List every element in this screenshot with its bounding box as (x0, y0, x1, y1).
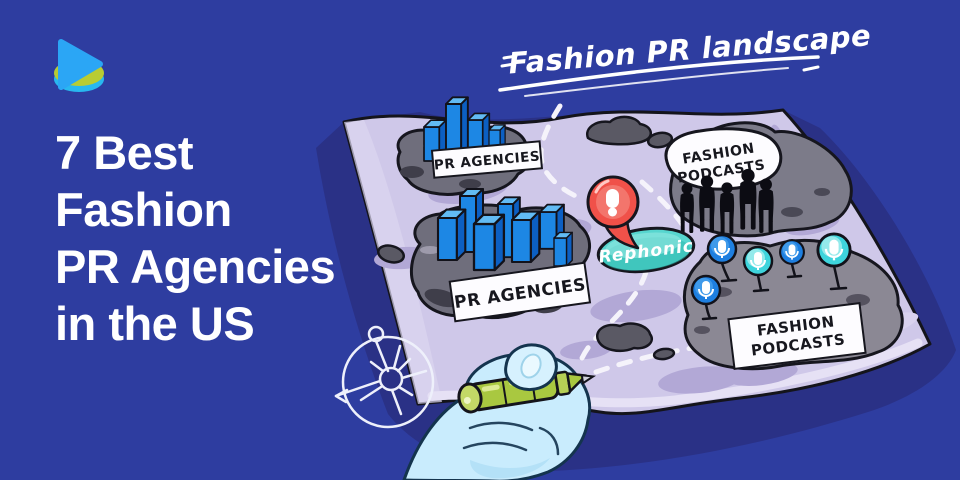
play-button-logo-icon (54, 39, 104, 92)
hand-with-pen-icon (402, 343, 597, 480)
microphone-icon (606, 189, 619, 208)
island-pr-agencies-main: PR AGENCIES (410, 188, 592, 323)
island-pr-agencies-top: PR AGENCIES (396, 96, 544, 196)
island-fashion-podcasts-top: FASHION PODCASTS (664, 121, 853, 238)
location-pin-icon (586, 175, 640, 250)
island-fashion-podcasts-bottom: FASHION PODCASTS (683, 232, 904, 371)
compass-icon (334, 325, 435, 429)
title-line-3: PR Agencies (55, 240, 336, 293)
brand-logo (50, 34, 112, 96)
pin-legs (701, 261, 848, 321)
title-line-2: Fashion (55, 183, 232, 236)
underline-stroke (498, 54, 820, 97)
title-line-4: in the US (55, 297, 255, 350)
small-rocks (377, 115, 676, 361)
page-title: 7 Best Fashion PR Agencies in the US (55, 124, 336, 352)
title-line-1: 7 Best (55, 126, 194, 179)
label-plate (430, 140, 544, 179)
label-plate (727, 302, 867, 370)
label-plate (448, 261, 592, 323)
